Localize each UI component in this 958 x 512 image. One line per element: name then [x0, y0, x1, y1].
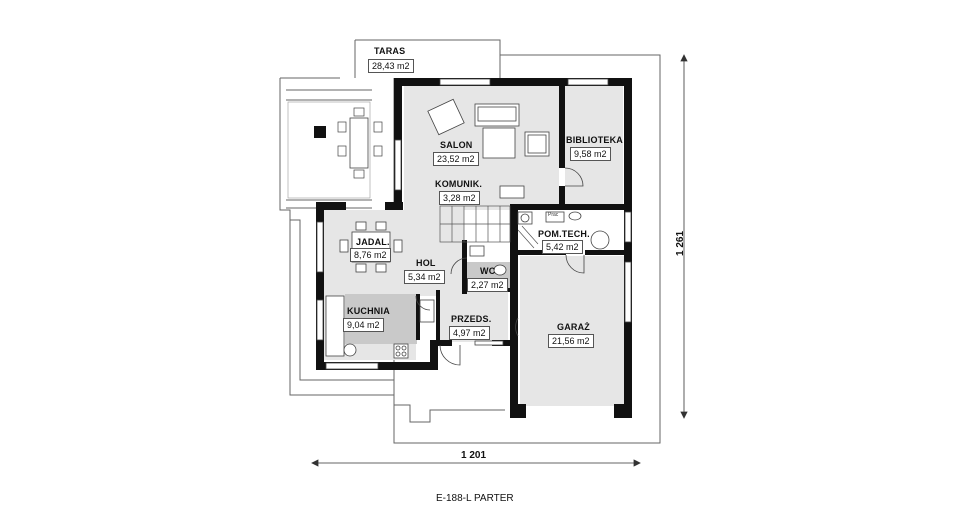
pom-tech-area: 5,42 m2 — [542, 240, 583, 254]
garaz-name: GARAŻ — [557, 322, 590, 332]
windows — [316, 78, 632, 370]
biblioteka-name: BIBLIOTEKA — [566, 135, 623, 145]
wc-name: WC — [480, 266, 496, 276]
jadal-area: 8,76 m2 — [350, 248, 391, 262]
plan-caption: E-188-L PARTER — [436, 493, 514, 504]
garaz-area: 21,56 m2 — [548, 334, 594, 348]
biblioteka-area: 9,58 m2 — [570, 147, 611, 161]
dimension-lines — [311, 54, 688, 467]
hol-name: HOL — [416, 258, 436, 268]
dimension-height: 1 261 — [675, 230, 687, 257]
salon-furniture — [427, 98, 550, 199]
door-swings — [415, 167, 585, 366]
pom-tech-name: POM.TECH. — [538, 229, 590, 239]
przeds-area: 4,97 m2 — [449, 326, 490, 340]
komunik-name: KOMUNIK. — [435, 179, 483, 189]
jadal-name: JADAL. — [356, 237, 390, 247]
kuchnia-name: KUCHNIA — [347, 306, 390, 316]
dimension-width: 1 201 — [461, 450, 487, 461]
wc-area: 2,27 m2 — [467, 278, 508, 292]
hol-area: 5,34 m2 — [404, 270, 445, 284]
terrace-furniture — [314, 107, 383, 179]
bathroom-fixtures — [469, 211, 610, 276]
salon-area: 23,52 m2 — [433, 152, 479, 166]
stairs — [439, 205, 539, 249]
kuchnia-area: 9,04 m2 — [343, 318, 384, 332]
taras-area: 28,43 m2 — [368, 59, 414, 73]
komunik-area: 3,28 m2 — [439, 191, 480, 205]
salon-name: SALON — [440, 140, 473, 150]
kitchen-fixtures — [325, 295, 435, 359]
appliance-label: Prac — [548, 212, 559, 218]
taras-name: TARAS — [374, 46, 406, 56]
przeds-name: PRZEDS. — [451, 314, 492, 324]
